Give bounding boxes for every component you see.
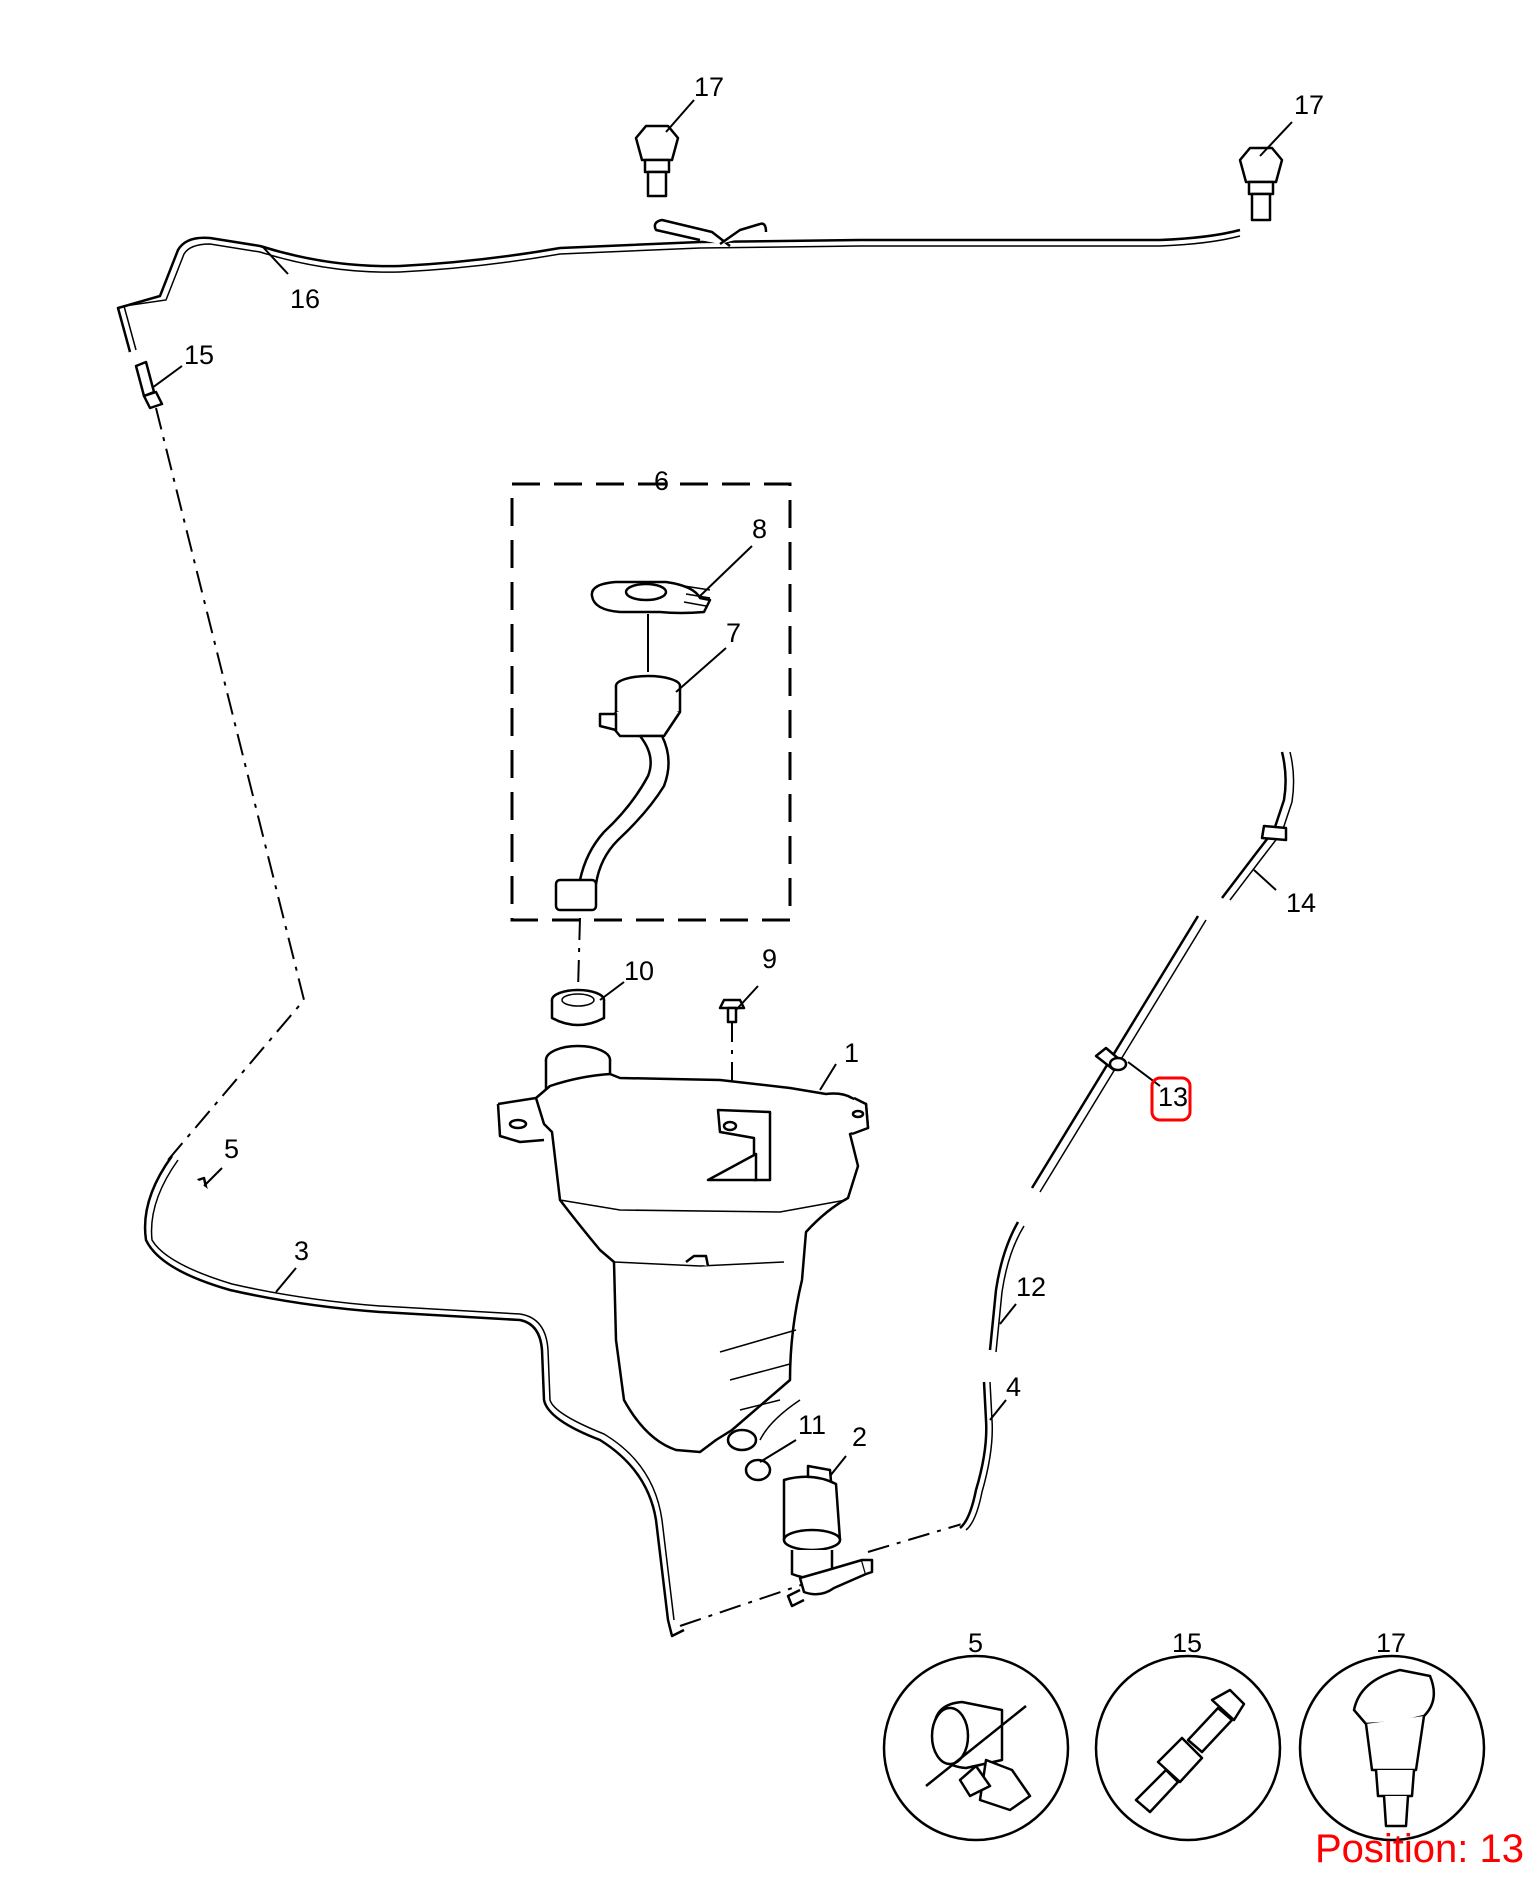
callout-12: 12 (1016, 1272, 1046, 1302)
callout-4: 4 (1006, 1372, 1021, 1402)
routing-line-bottom-left (679, 1581, 811, 1627)
callout-17-right: 17 (1294, 90, 1324, 120)
callout-6: 6 (654, 466, 669, 496)
routing-line-tank-neck (577, 917, 581, 991)
callout-16: 16 (290, 284, 320, 314)
position-label: Position: 13 (1314, 1827, 1524, 1871)
detail-label-15: 15 (1172, 1628, 1202, 1658)
pump-grommet-11[interactable] (726, 1428, 772, 1482)
grommet-10[interactable] (550, 988, 606, 1027)
washer-jet-17-right[interactable] (1238, 146, 1284, 222)
leader-lines (151, 99, 1293, 1477)
callout-15: 15 (184, 340, 214, 370)
kit-6-boundary (510, 482, 792, 922)
bolt-9[interactable] (718, 998, 746, 1024)
callout-2: 2 (852, 1422, 867, 1452)
routing-line-bottom-right (867, 1523, 963, 1553)
callout-14: 14 (1286, 888, 1316, 918)
detail-label-17: 17 (1376, 1628, 1406, 1658)
detail-circle-15[interactable] (1094, 1654, 1282, 1842)
reservoir-tank-1[interactable] (496, 1044, 870, 1454)
callout-13: 13 (1158, 1082, 1188, 1112)
hose-12[interactable] (988, 1221, 1025, 1353)
callout-9: 9 (762, 944, 777, 974)
callout-8: 8 (752, 514, 767, 544)
hose-4[interactable] (959, 1381, 994, 1531)
filler-neck-7[interactable] (554, 674, 682, 912)
callout-5: 5 (224, 1134, 239, 1164)
callout-13-highlight (1150, 1076, 1192, 1122)
detail-circle-17[interactable] (1298, 1654, 1486, 1842)
hose-14[interactable] (1221, 751, 1295, 901)
callout-7: 7 (726, 618, 741, 648)
washer-pump-2[interactable] (782, 1464, 874, 1608)
connector-15[interactable] (134, 360, 164, 410)
hose-3[interactable] (143, 1155, 685, 1638)
washer-jet-17-left[interactable] (634, 124, 680, 198)
callout-17-left: 17 (694, 72, 724, 102)
hose-13[interactable] (1030, 915, 1207, 1193)
hose-16[interactable] (116, 218, 1241, 353)
routing-line-left (155, 407, 306, 1161)
filler-cap-8[interactable] (590, 580, 712, 615)
callout-3: 3 (294, 1236, 309, 1266)
detail-label-5: 5 (968, 1628, 983, 1658)
callout-11: 11 (798, 1410, 826, 1440)
callout-1: 1 (844, 1038, 859, 1068)
callout-10: 10 (624, 956, 654, 986)
detail-circle-5[interactable] (882, 1654, 1070, 1842)
